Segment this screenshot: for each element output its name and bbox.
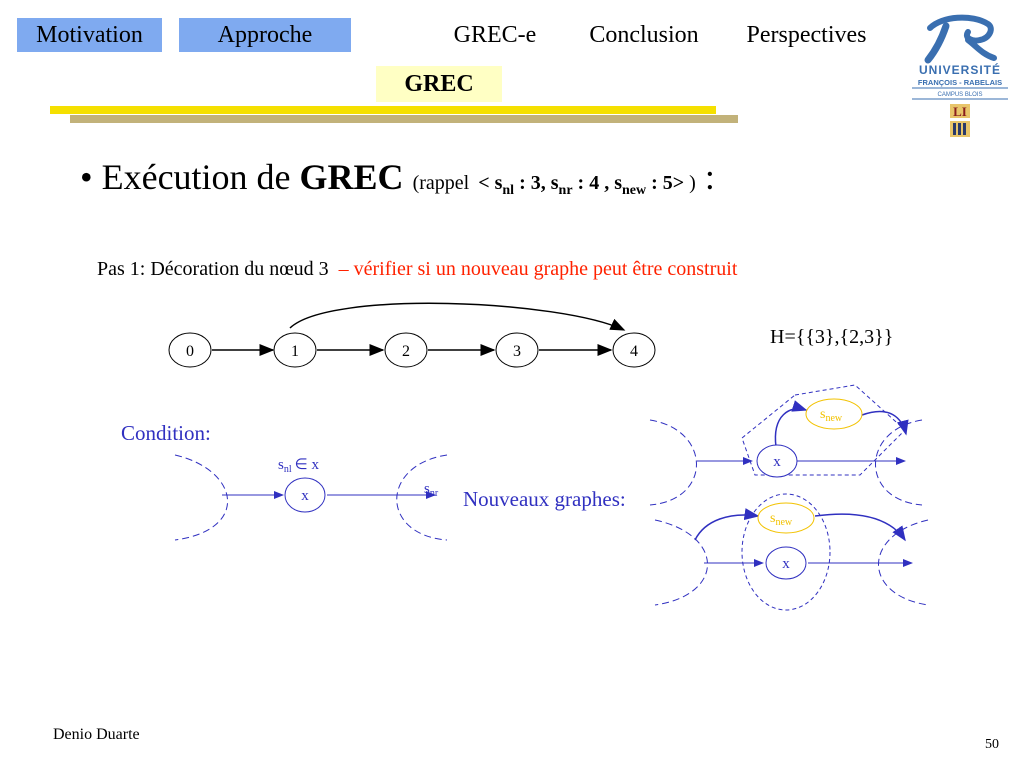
- ng2-edge-from-snew: [814, 513, 906, 542]
- execution-graph: 0 1 2 3 4: [168, 302, 656, 368]
- ng2-right-region: [878, 519, 929, 606]
- new-graph-1: snew x: [649, 384, 923, 506]
- graph-node-1: 1: [273, 332, 317, 368]
- ng2-oval-region: [741, 493, 831, 611]
- subtab-grec: GREC: [376, 66, 502, 102]
- ng2-node-snew: snew: [757, 502, 815, 534]
- logo-li: LI: [953, 104, 967, 119]
- cond-snr-label: snr: [424, 481, 439, 499]
- title-tuple: < snl : 3, snr : 4 , snew : 5>: [478, 172, 685, 198]
- header-bar-olive: [70, 115, 738, 123]
- title-keyword: GREC: [299, 157, 404, 197]
- footer-author: Denio Duarte: [53, 726, 140, 743]
- svg-text:2: 2: [402, 343, 410, 360]
- svg-text:x: x: [782, 556, 790, 572]
- page-number: 50: [985, 737, 999, 752]
- ng1-hexagon-region: [741, 384, 906, 476]
- header-bar-yellow: [50, 106, 716, 114]
- h-set: H={{3},{2,3}}: [770, 326, 894, 348]
- slide-heading: • Exécution de GREC (rappel < snl : 3, s…: [80, 156, 715, 199]
- svg-text:x: x: [773, 454, 781, 470]
- condition-diagram: x snl∈ x snr: [174, 454, 448, 541]
- svg-text:1: 1: [291, 343, 299, 360]
- edge-1-4: [289, 302, 626, 331]
- cond-snl-label: snl∈ x: [278, 457, 319, 475]
- nav-perspectives[interactable]: Perspectives: [746, 22, 867, 48]
- new-graphs-label: Nouveaux graphes:: [463, 487, 626, 511]
- graph-node-4: 4: [612, 332, 656, 368]
- graph-node-3: 3: [495, 332, 539, 368]
- university-logo: UNIVERSITÉ FRANÇOIS - RABELAIS CAMPUS BL…: [912, 14, 1008, 137]
- bullet: •: [80, 157, 93, 197]
- ng1-right-region: [875, 419, 923, 506]
- svg-text:snew: snew: [820, 407, 843, 424]
- nav-grec-e[interactable]: GREC-e: [453, 22, 537, 48]
- ng1-edge-to-snew: [774, 400, 808, 448]
- graph-node-0: 0: [168, 332, 212, 368]
- svg-text:x: x: [301, 488, 309, 504]
- ng1-edge-from-snew: [861, 410, 909, 436]
- ng2-left-region: [654, 519, 708, 606]
- ng1-node-x: x: [756, 444, 798, 478]
- nav-motivation[interactable]: Motivation: [17, 18, 162, 52]
- s-nr-region: [396, 454, 448, 541]
- ng2-node-x: x: [765, 546, 807, 580]
- logo-line3: CAMPUS BLOIS: [937, 92, 982, 98]
- s-nl-region: [174, 454, 229, 541]
- title-prefix: Exécution de: [101, 157, 291, 197]
- logo-line2: FRANÇOIS - RABELAIS: [918, 78, 1002, 87]
- condition-label: Condition:: [121, 421, 211, 445]
- new-graph-2: snew x: [654, 493, 929, 611]
- title-rappel-close: ): [684, 172, 696, 194]
- lab-logo-icon: [950, 121, 970, 137]
- svg-text:snew: snew: [770, 511, 793, 528]
- title-rappel: (rappel: [412, 172, 470, 194]
- step-description: Pas 1: Décoration du nœud 3 – vérifier s…: [97, 258, 738, 280]
- ng1-left-region: [649, 419, 697, 506]
- nav-conclusion[interactable]: Conclusion: [589, 22, 699, 48]
- ng2-edge-to-snew: [694, 508, 760, 541]
- nav-approche[interactable]: Approche: [179, 18, 351, 52]
- svg-text:3: 3: [513, 343, 521, 360]
- svg-text:4: 4: [630, 343, 638, 360]
- logo-line1: UNIVERSITÉ: [919, 62, 1001, 77]
- university-emblem-icon: [924, 14, 997, 64]
- graph-node-2: 2: [384, 332, 428, 368]
- cond-node-x: x: [284, 477, 326, 513]
- title-colon: :: [695, 157, 715, 197]
- ng1-node-snew: snew: [805, 398, 863, 430]
- svg-text:0: 0: [186, 343, 194, 360]
